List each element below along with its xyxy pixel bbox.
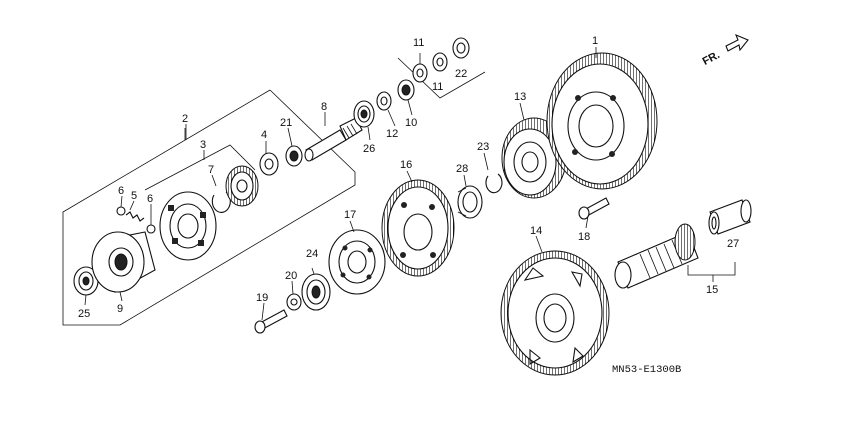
final-gear-1	[546, 52, 658, 190]
drawing-code: MN53-E1300B	[612, 364, 681, 376]
callout-21: 21	[280, 117, 292, 129]
leader-lines	[84, 47, 597, 321]
front-direction-arrow	[725, 33, 749, 52]
plug-6	[146, 224, 156, 234]
bearing-24	[301, 273, 331, 311]
shim-22	[452, 37, 470, 59]
callout-10: 10	[405, 117, 417, 129]
callout-16: 16	[400, 159, 412, 171]
callout-27: 27	[727, 238, 739, 250]
shaft-8	[304, 117, 363, 162]
callout-4: 4	[261, 129, 267, 141]
bearing-25	[73, 266, 99, 296]
sprocket-3	[225, 165, 259, 207]
callout-23: 23	[477, 141, 489, 153]
clutch-center-3	[159, 191, 217, 261]
shim-11b	[432, 52, 448, 72]
assembly-bracket-2	[62, 89, 356, 326]
clutch-outer-9	[91, 231, 156, 293]
callout-19: 19	[256, 292, 268, 304]
callout-28: 28	[456, 163, 468, 175]
assembly-bracket-3	[144, 144, 256, 191]
shim-11a	[412, 63, 428, 83]
callout-6b: 6	[147, 193, 153, 205]
bearing-26	[353, 100, 375, 128]
callout-18: 18	[578, 231, 590, 243]
bolt-19	[254, 309, 288, 334]
callout-24: 24	[306, 248, 318, 260]
callout-1: 1	[592, 35, 598, 47]
callout-25: 25	[78, 308, 90, 320]
needle-bearing-28	[457, 185, 483, 219]
bolt-18	[578, 197, 610, 220]
callout-13: 13	[514, 91, 526, 103]
callout-14: 14	[530, 225, 542, 237]
callout-12: 12	[386, 128, 398, 140]
clutch-hub-17	[328, 229, 386, 295]
assembly-bracket-15	[687, 262, 736, 282]
callout-11b: 11	[432, 81, 443, 93]
callout-15: 15	[706, 284, 718, 296]
circlip-23	[485, 173, 503, 194]
washer-20	[286, 293, 302, 311]
sleeve-27	[708, 199, 752, 235]
collar-21	[285, 145, 303, 167]
callout-11a: 11	[413, 37, 424, 49]
gear-14	[500, 250, 610, 376]
callout-6a: 6	[118, 185, 124, 197]
direction-label: FR.	[701, 49, 722, 68]
callout-17: 17	[344, 209, 356, 221]
bearing-10	[397, 79, 415, 101]
callout-3: 3	[200, 139, 206, 151]
callout-20: 20	[285, 270, 297, 282]
gear-16	[381, 179, 455, 277]
callout-26: 26	[363, 143, 375, 155]
callout-9: 9	[117, 303, 123, 315]
callout-2: 2	[182, 113, 188, 125]
callout-5: 5	[131, 190, 137, 202]
callout-labels: 1 2 3 4 5 6 6 7 8 9 10 11 11 12 13 14 15…	[78, 35, 739, 320]
washer-12	[376, 91, 392, 111]
callout-7: 7	[208, 164, 214, 176]
callout-8: 8	[321, 101, 327, 113]
callout-22: 22	[455, 68, 467, 80]
washer-4	[259, 152, 279, 176]
shaft-15	[614, 223, 699, 289]
